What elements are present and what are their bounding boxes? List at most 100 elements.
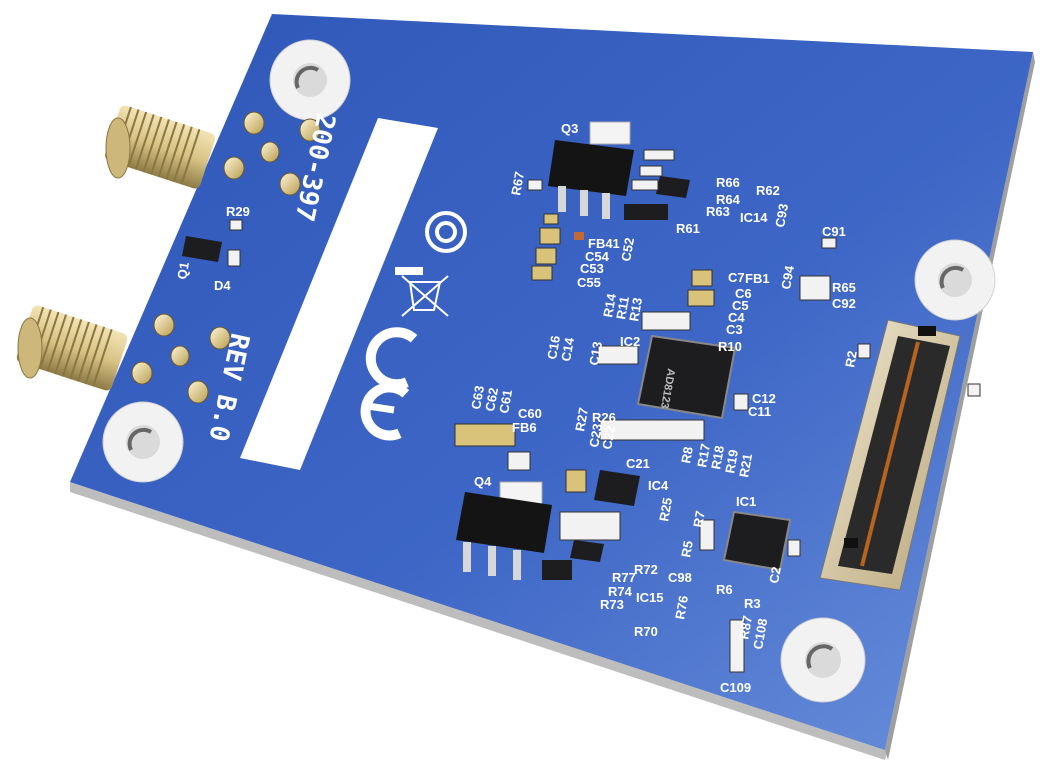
designator: IC4 [648,478,669,493]
passive-components [227,149,981,673]
designator: R74 [608,584,633,599]
designator: D4 [214,278,231,293]
ic1-chip [722,510,792,572]
designator: R8 [678,446,696,465]
designator: C7 [728,270,745,285]
designator: R29 [226,204,250,219]
designator: C94 [778,264,797,291]
designator: C98 [668,570,692,585]
designator: C16 [544,334,563,360]
designator: R63 [706,204,730,219]
designator: R73 [600,597,624,612]
mounting-hole [914,239,996,321]
designator: R3 [744,596,761,611]
designator: C6 [735,286,752,301]
designator: R2 [842,350,860,369]
designator: C54 [585,249,610,264]
designator: Q4 [474,474,492,489]
designator: R10 [718,339,742,354]
designator: R87 [736,614,755,640]
sma-connector [105,105,215,189]
designator: C3 [726,322,743,337]
designator: FB6 [512,420,537,435]
designator: C4 [728,310,745,325]
q3-regulator [548,121,634,219]
designator: R27 [572,406,591,432]
designator: C91 [822,224,846,239]
designator: IC15 [636,590,663,605]
designator: R5 [678,540,696,559]
q4-regulator [456,481,552,580]
designator: R61 [676,221,700,236]
sma-connector [16,305,128,391]
designator: C23 [586,422,605,448]
designator: FB41 [588,236,620,251]
designator: R77 [612,570,636,585]
designator: R17 [694,442,713,468]
designator: C21 [626,456,650,471]
board-edge-right [885,52,1035,760]
designator: R70 [634,624,658,639]
ic15-chip [570,540,604,562]
ce-mark-icon [360,327,418,441]
designator: C12 [752,391,776,406]
mounting-hole [102,401,184,483]
designator: R72 [634,562,658,577]
designator: C60 [518,406,542,421]
designator: C108 [750,617,770,650]
designator: R25 [656,496,675,522]
designator: Q1 [174,261,192,281]
designator: C63 [468,384,487,410]
designator: R62 [756,183,780,198]
designator: R1 [984,396,1002,415]
designator: R67 [508,170,527,196]
mounting-hole [269,39,351,121]
designator: R65 [832,280,856,295]
designator: R26 [592,410,616,425]
ic4-chip [594,470,640,506]
designator: R21 [736,452,755,478]
designator: C62 [482,386,501,412]
designator: FB1 [745,271,770,286]
recycle-logo-icon [425,211,467,253]
mounting-hole [780,617,866,703]
label-area [240,118,438,470]
board-edge [70,482,888,760]
designator: C11 [748,404,771,419]
designator: R11 [613,295,632,320]
ic2-chip: AD8123 [636,334,737,420]
designator: C5 [732,298,749,313]
board-connector [819,319,961,591]
designator: R76 [672,594,691,620]
designator: Q3 [561,121,578,136]
designator: C14 [558,336,577,363]
designator: R64 [716,192,741,207]
q1-transistor [182,236,222,262]
designator: R18 [708,444,727,470]
designator: C55 [577,275,601,290]
designator: C109 [720,680,751,695]
designator: C53 [580,261,604,276]
designator: R6 [716,582,733,597]
designator: IC1 [736,494,756,509]
designator: C92 [832,296,856,311]
designator: C93 [772,202,791,228]
designator: IC14 [740,210,768,225]
ic14-chip [656,176,690,198]
board-top [70,14,1033,750]
designator: C52 [618,236,637,262]
designator: R66 [716,175,740,190]
designator: R14 [600,292,619,319]
designator: C22 [599,424,618,450]
weee-bin-icon [395,267,449,317]
designator: IC2 [620,334,640,349]
designator: R13 [626,296,645,322]
sma-pads [131,111,321,404]
designator: R7 [690,510,708,529]
designator: C13 [586,340,605,366]
designator: R19 [722,448,741,474]
designator: C2 [766,566,784,585]
designator: C61 [496,388,515,414]
